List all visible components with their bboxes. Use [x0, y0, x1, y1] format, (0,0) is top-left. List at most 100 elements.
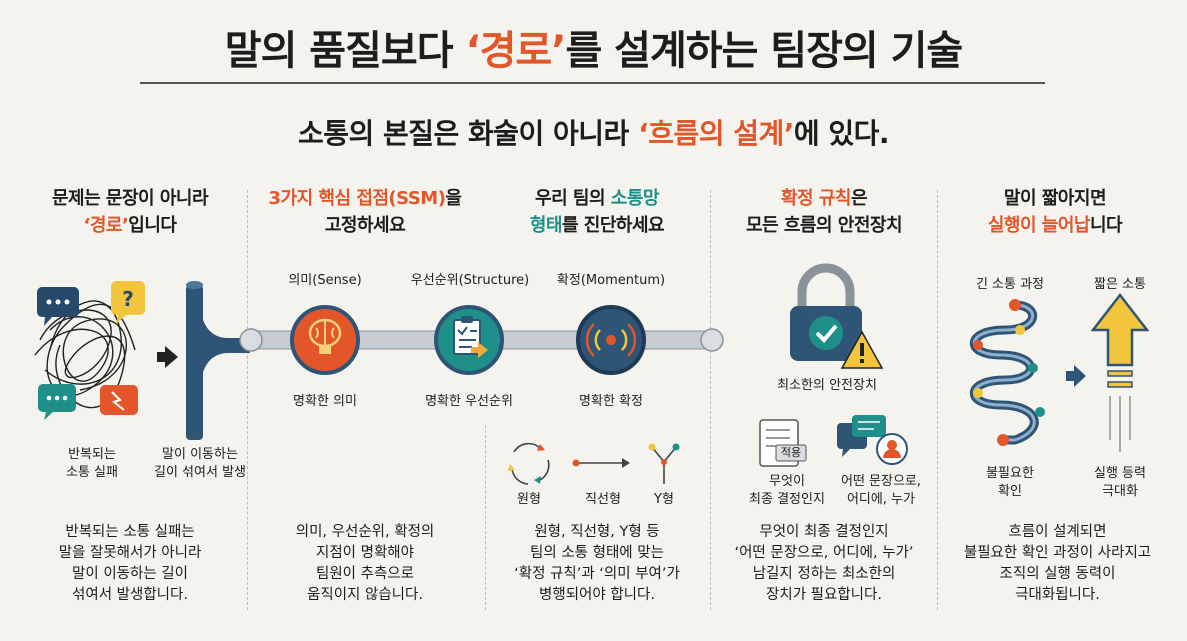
- col5-heading-rest: 니다: [1090, 215, 1123, 236]
- lock-icon: [790, 263, 862, 361]
- col2-body-2: 지점이 명확해야: [316, 545, 414, 561]
- chat-person-icon: [837, 415, 908, 465]
- title-post: 를 설계하는 팀장의 기술: [565, 28, 963, 74]
- divider-2: [485, 425, 486, 610]
- title-highlight: ‘경로’: [465, 28, 566, 74]
- col3-body-2: 팀의 소통 형태에 맞는: [530, 545, 664, 561]
- divider-1: [247, 190, 248, 610]
- line-icon: [572, 458, 630, 468]
- col3-heading-line2: 형태를 진단하세요: [487, 212, 707, 239]
- col3-heading-highlight-2: 형태: [529, 215, 563, 236]
- col5-label-left-1: 불필요한: [986, 466, 1034, 481]
- winding-path-icon: [969, 299, 1045, 446]
- col1-heading-line2: ‘경로’입니다: [20, 212, 240, 239]
- col4-body-4: 장치가 필요합니다.: [766, 587, 882, 603]
- col5-heading-line1: 말이 짧아지면: [1003, 188, 1107, 209]
- col4-body-2: ‘어떤 문장으로, 어디에, 누가’: [734, 545, 914, 561]
- cycle-icon: [508, 442, 550, 485]
- subtitle-highlight: ‘흐름의 설계’: [638, 117, 794, 150]
- shape-label-y: Y형: [654, 492, 674, 507]
- node-3-bottom: 명확한 확정: [579, 394, 643, 409]
- col4-body: 무엇이 최종 결정인지 ‘어떤 문장으로, 어디에, 누가’ 남길지 정하는 최…: [713, 522, 935, 606]
- col5-top-right: 짧은 소통: [1094, 277, 1146, 292]
- clipboard-icon: [434, 305, 504, 375]
- title-pre: 말의 품질보다: [224, 28, 466, 74]
- document-icon: [759, 419, 807, 467]
- col1-body-1: 반복되는 소통 실패는: [65, 524, 195, 540]
- col4-heading: 확정 규칙은 모든 흐름의 안전장치: [713, 185, 935, 239]
- col1-body-3: 말이 이동하는 길이: [72, 566, 188, 582]
- col4-label-left-1: 무엇이: [769, 474, 805, 489]
- col4-label-right-2: 어디에, 누가: [846, 492, 916, 507]
- node-1-top: 의미(Sense): [288, 273, 362, 288]
- y-shape-icon: [648, 443, 680, 484]
- doc-tag: 적용: [780, 446, 802, 459]
- col4-label-left: 무엇이 최종 결정인지: [732, 473, 842, 509]
- col2-heading: 3가지 핵심 접점(SSM)을 고정하세요: [250, 185, 480, 239]
- col1-body-4: 섞여서 발생합니다.: [72, 587, 188, 603]
- shape-label-circle: 원형: [517, 492, 541, 507]
- col1-body-2: 말을 잘못해서가 아니라: [58, 545, 202, 561]
- page-title: 말의 품질보다 ‘경로’를 설계하는 팀장의 기술: [0, 18, 1187, 76]
- col4-heading-highlight: 확정 규칙: [780, 188, 852, 209]
- col2-body-3: 팀원이 추측으로: [316, 566, 414, 582]
- col5-top-left: 긴 소통 과정: [975, 277, 1045, 292]
- tangled-lines-icon: [34, 300, 136, 409]
- shape-label-line: 직선형: [585, 492, 621, 507]
- page-subtitle: 소통의 본질은 화술이 아니라 ‘흐름의 설계’에 있다.: [0, 112, 1187, 152]
- col5-body-3: 조직의 실행 동력이: [999, 566, 1116, 582]
- col1-label-right: 말이 이동하는 길이 섞여서 발생: [140, 446, 260, 482]
- arrow-right-icon: [1066, 365, 1086, 387]
- col5-label-right: 실행 등력 극대화: [1075, 465, 1165, 501]
- col1-label-left: 반복되는 소통 실패: [52, 446, 132, 482]
- col3-body-1: 원형, 직선형, Y형 등: [534, 524, 660, 540]
- col5-heading-highlight: 실행이 늘어납: [987, 215, 1091, 236]
- subtitle-pre: 소통의 본질은 화술이 아니라: [297, 117, 639, 150]
- col3-heading-pre: 우리 팀의: [535, 188, 611, 209]
- col2-body: 의미, 우선순위, 확정의 지점이 명확해야 팀원이 추측으로 움직이지 않습니…: [250, 522, 480, 606]
- col1-label-right-1: 말이 이동하는: [162, 447, 238, 462]
- node-2-top: 우선순위(Structure): [410, 273, 530, 288]
- col2-heading-rest: 을: [445, 188, 462, 209]
- divider-3: [710, 190, 711, 610]
- col5-body-4: 극대화됩니다.: [1015, 587, 1100, 603]
- col5-label-left-2: 확인: [998, 484, 1022, 499]
- col3-heading-rest: 를 진단하세요: [561, 215, 665, 236]
- col1-label-left-1: 반복되는: [68, 447, 116, 462]
- warning-icon: [840, 330, 884, 369]
- col5-label-right-1: 실행 등력: [1094, 466, 1146, 481]
- col3-heading-line1: 우리 팀의 소통망: [487, 185, 707, 212]
- brain-icon: [290, 305, 360, 375]
- subtitle-post: 에 있다.: [793, 117, 890, 150]
- col1-label-right-2: 길이 섞여서 발생: [154, 465, 246, 480]
- up-arrow-icon: [1090, 292, 1150, 452]
- col3-heading-highlight: 소통망: [610, 188, 660, 209]
- arrow-right-icon: [157, 346, 178, 368]
- col2-heading-highlight: 3가지 핵심 접점(SSM): [268, 188, 446, 209]
- col1-heading-line1: 문제는 문장이 아니라: [51, 188, 209, 209]
- col5-body-1: 흐름이 설계되면: [1008, 524, 1107, 540]
- col3-body-3: ‘확정 규칙’과 ‘의미 부여’가: [514, 566, 680, 582]
- col5-label-left: 불필요한 확인: [970, 465, 1050, 501]
- title-underline: [140, 82, 1045, 84]
- col4-label-left-2: 최종 결정인지: [749, 492, 825, 507]
- col1-heading-highlight: ‘경로’: [83, 215, 129, 236]
- col2-heading-line1: 3가지 핵심 접점(SSM)을: [250, 185, 480, 212]
- col5-heading-line2: 실행이 늘어납니다: [940, 212, 1170, 239]
- svg-text:?: ?: [122, 287, 134, 311]
- col2-body-1: 의미, 우선순위, 확정의: [295, 524, 435, 540]
- col5-heading: 말이 짧아지면 실행이 늘어납니다: [940, 185, 1170, 239]
- col4-label-right-1: 어떤 문장으로,: [840, 474, 922, 489]
- col4-heading-line1: 확정 규칙은: [713, 185, 935, 212]
- col4-heading-rest: 은: [850, 188, 868, 209]
- col4-body-3: 남길지 정하는 최소한의: [752, 566, 896, 582]
- col5-body: 흐름이 설계되면 불필요한 확인 과정이 사라지고 조직의 실행 동력이 극대화…: [940, 522, 1175, 606]
- node-1-bottom: 명확한 의미: [293, 394, 357, 409]
- col2-heading-line2: 고정하세요: [324, 215, 406, 236]
- col1-label-left-2: 소통 실패: [66, 465, 118, 480]
- col1-heading-rest: 입니다: [128, 215, 177, 236]
- col5-body-2: 불필요한 확인 과정이 사라지고: [963, 545, 1152, 561]
